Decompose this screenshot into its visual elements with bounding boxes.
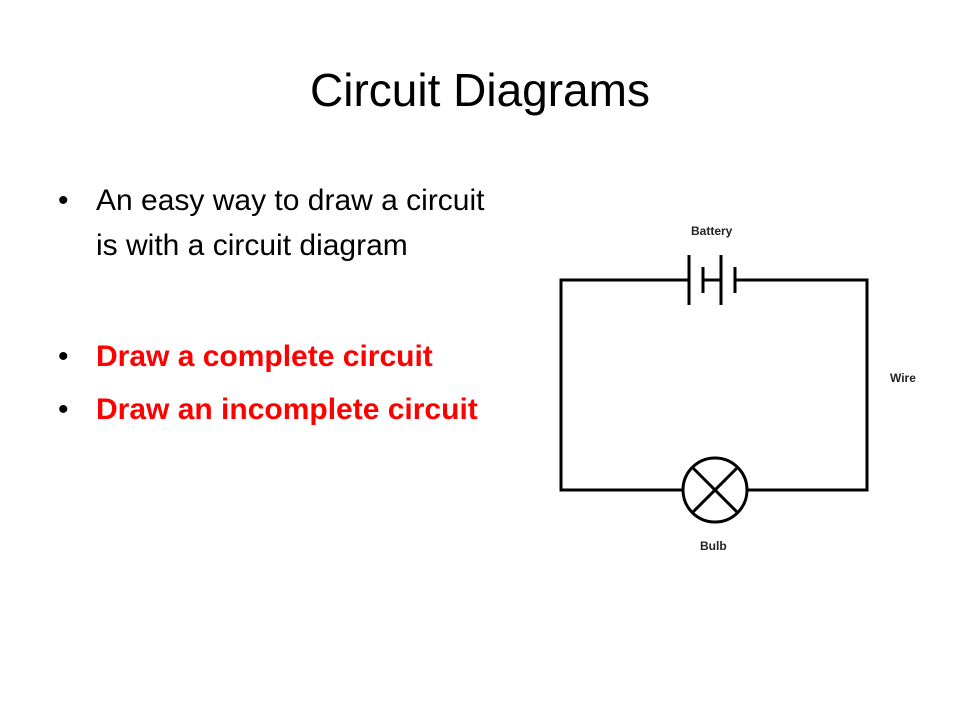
battery-label: Battery [691, 224, 733, 238]
slide-title: Circuit Diagrams [310, 64, 650, 116]
bullet-intro: An easy way to draw a circuit is with a … [58, 178, 498, 268]
battery-symbol-icon [687, 255, 737, 305]
bullet-list: An easy way to draw a circuit is with a … [58, 178, 498, 432]
bulb-label: Bulb [700, 539, 727, 553]
bulb-symbol-icon [681, 456, 749, 524]
circuit-diagram: Battery Wire Bulb [559, 224, 916, 553]
wire-right-side [734, 278, 869, 492]
wire-top-left [559, 278, 690, 492]
wire-label: Wire [890, 371, 916, 385]
bullet-complete-circuit: Draw a complete circuit [58, 334, 498, 379]
bullet-incomplete-circuit: Draw an incomplete circuit [58, 387, 498, 432]
